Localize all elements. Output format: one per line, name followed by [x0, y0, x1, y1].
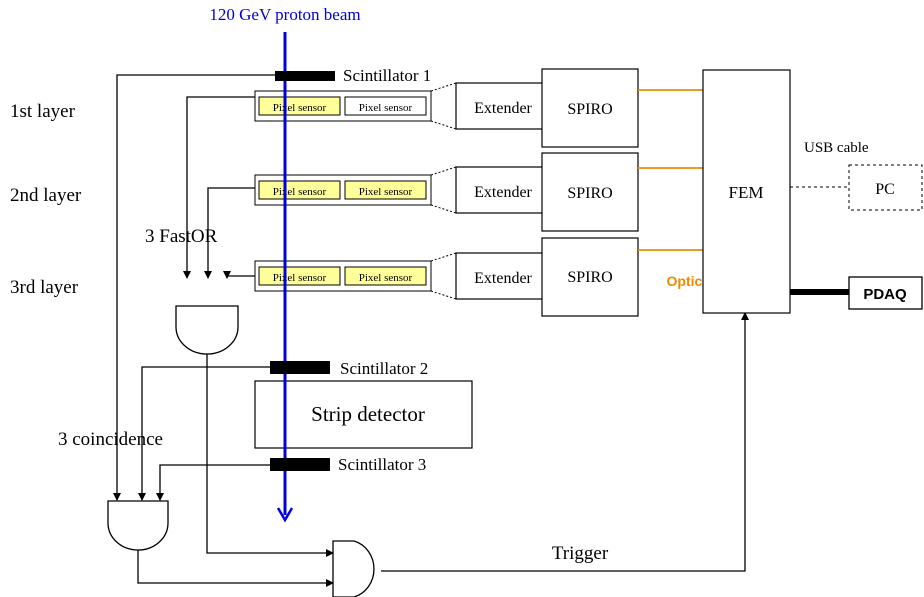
usb-cable-label: USB cable: [804, 140, 869, 156]
fastor-label: 3 FastOR: [145, 226, 218, 247]
scintillator-3-label: Scintillator 3: [338, 455, 426, 474]
spiro-label: SPIRO: [567, 101, 612, 118]
trigger-and-gate: [332, 540, 375, 597]
scintillator-2-label: Scintillator 2: [340, 359, 428, 378]
layer-label-1: 1st layer: [10, 101, 76, 122]
fastor-to-trigger-line: [206, 354, 334, 557]
beam-label: 120 GeV proton beam: [209, 5, 360, 24]
extender-box-3: [455, 252, 545, 300]
trigger-label: Trigger: [552, 543, 609, 564]
extender-label: Extender: [474, 100, 532, 117]
coincidence-and-gate: [107, 500, 169, 551]
pc-label: PC: [875, 181, 895, 198]
fastor-line-layer3-h: [226, 275, 255, 278]
scint3-to-coincidence-line: [156, 464, 270, 501]
scintillator-1-bar: [275, 71, 335, 81]
spiro-box-1: [541, 68, 639, 148]
strip-detector-label: Strip detector: [311, 402, 425, 426]
spiro-box-3: [541, 237, 639, 317]
pixel-sensor-box: [258, 266, 341, 286]
pixel-sensor-box: [258, 96, 341, 116]
pixel-sensor-box: [344, 180, 427, 200]
scint2-to-coincidence-line: [138, 366, 270, 501]
extender-box-2: [455, 166, 545, 214]
spiro-label: SPIRO: [567, 185, 612, 202]
pixel-sensor-label: Pixel sensor: [359, 102, 413, 114]
fastor-line-layer2: [204, 187, 255, 279]
scint1-to-coincidence-line: [113, 74, 275, 501]
coincidence-to-trigger-line: [137, 550, 334, 587]
scintillator-3-bar: [270, 458, 330, 471]
fastor-and-gate: [175, 305, 239, 355]
pixel-sensor-label: Pixel sensor: [273, 102, 327, 114]
spiro-box-2: [541, 152, 639, 232]
coincidence-label: 3 coincidence: [58, 429, 163, 450]
spiro-label: SPIRO: [567, 269, 612, 286]
layer-label-2: 2nd layer: [10, 185, 82, 206]
extender-label: Extender: [474, 184, 532, 201]
fem-label: FEM: [729, 183, 764, 202]
fem-box: [702, 69, 791, 314]
beam-arrow-head: [276, 507, 294, 523]
pdaq-box: [848, 276, 923, 310]
strip-detector-box: [254, 380, 473, 449]
fastor-line-layer1: [183, 96, 255, 279]
extender-label: Extender: [474, 270, 532, 287]
pc-box: [848, 164, 923, 211]
pixel-sensor-label: Pixel sensor: [359, 186, 413, 198]
pixel-sensor-label: Pixel sensor: [273, 272, 327, 284]
scintillator-1-label: Scintillator 1: [343, 66, 431, 85]
pixel-sensor-box: [344, 96, 427, 116]
scintillator-2-bar: [270, 361, 330, 374]
trigger-line: [381, 312, 749, 572]
pixel-sensor-label: Pixel sensor: [359, 272, 413, 284]
layer-label-3: 3rd layer: [10, 277, 79, 298]
pixel-sensor-label: Pixel sensor: [273, 186, 327, 198]
dotted-connectors: [430, 82, 457, 300]
pixel-sensor-box: [258, 180, 341, 200]
pixel-sensor-box: [344, 266, 427, 286]
pdaq-label: PDAQ: [863, 286, 907, 303]
optical-cables: [638, 89, 703, 251]
